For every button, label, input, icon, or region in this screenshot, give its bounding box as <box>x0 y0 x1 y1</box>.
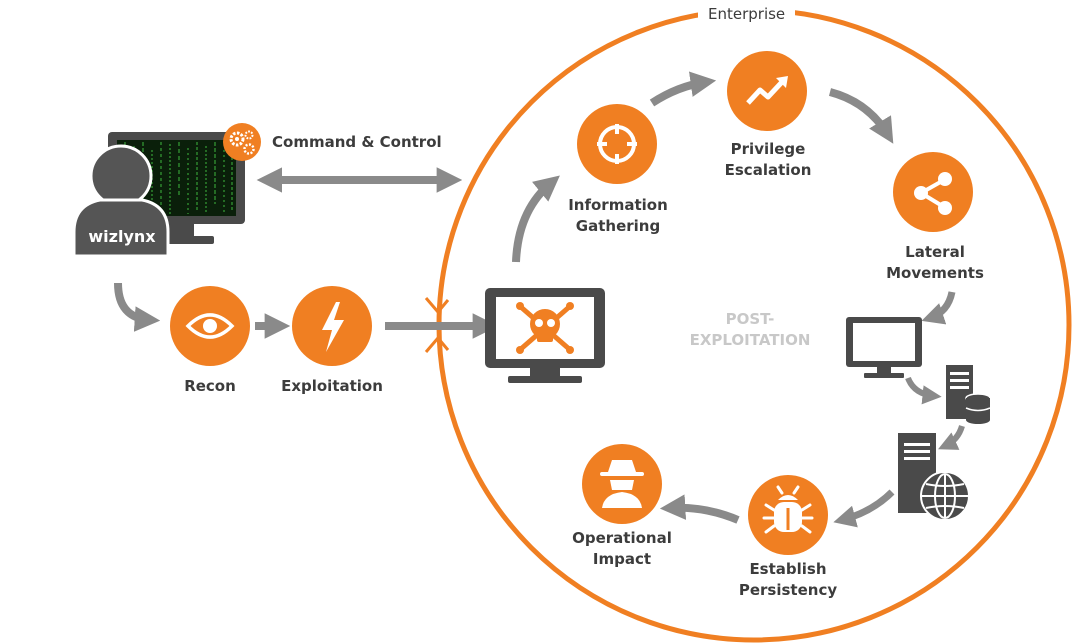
arrow-attacker-to-recon <box>114 282 161 332</box>
breach-mark <box>424 297 450 353</box>
arrow-webserver-to-persistency <box>833 489 895 528</box>
lateral-movements-node <box>893 152 973 232</box>
lateral-movements-label: Lateral Movements <box>886 243 984 282</box>
lightning-icon <box>322 302 344 352</box>
trend-up-icon <box>746 76 788 105</box>
recon-node <box>170 286 250 366</box>
exploitation-node <box>292 286 372 366</box>
eye-icon <box>185 313 235 339</box>
attacker-name: wizlynx <box>88 227 156 246</box>
operational-impact-node <box>582 444 662 524</box>
bug-icon <box>762 485 814 534</box>
command-control-label: Command & Control <box>272 133 442 151</box>
arrow-info-to-privilege <box>649 71 717 107</box>
arrow-persistency-to-impact <box>659 494 740 524</box>
privilege-escalation-label: Privilege Escalation <box>724 140 812 179</box>
share-icon <box>914 172 952 215</box>
target-computer <box>485 288 605 383</box>
arrow-workstation-to-server <box>905 376 942 405</box>
arrow-lateral-to-workstation <box>921 291 956 325</box>
information-gathering-node <box>577 104 657 184</box>
operational-impact-label: Operational Impact <box>572 529 672 568</box>
server-database-icon <box>946 365 991 424</box>
gears-icon <box>223 123 261 161</box>
information-gathering-label: Information Gathering <box>568 196 668 235</box>
spy-icon <box>600 460 644 508</box>
establish-persistency-node <box>748 475 828 555</box>
web-server-icon <box>898 433 970 521</box>
attacker-workstation <box>72 123 261 258</box>
arrow-server-to-webserver <box>938 425 965 450</box>
establish-persistency-label: Establish Persistency <box>738 560 838 599</box>
exploitation-label: Exploitation <box>281 377 383 395</box>
crosshair-icon <box>597 124 637 164</box>
privilege-escalation-node <box>727 51 807 131</box>
skull-crossbones-icon <box>516 302 574 354</box>
arrow-target-to-info <box>512 175 560 263</box>
workstation-icon <box>846 317 922 378</box>
post-exploitation-label: POST- EXPLOITATION <box>689 310 811 349</box>
arrow-privilege-to-lateral <box>828 88 894 144</box>
recon-label: Recon <box>184 377 236 395</box>
enterprise-label: Enterprise <box>698 4 796 25</box>
